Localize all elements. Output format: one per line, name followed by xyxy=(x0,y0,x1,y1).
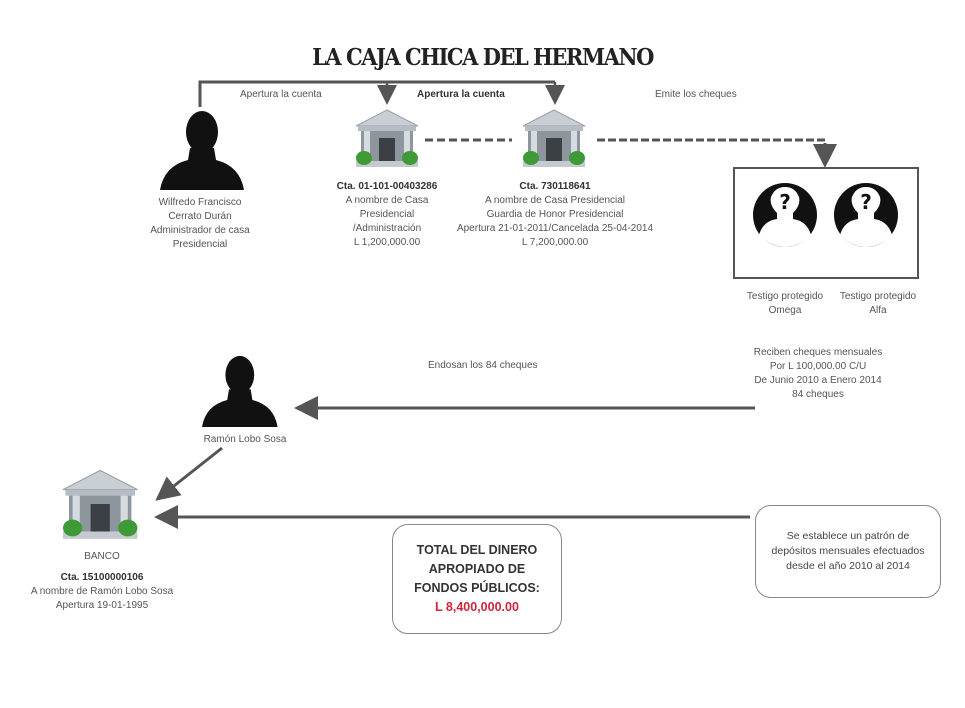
account-number: Cta. 01-101-00403286 xyxy=(336,181,438,192)
caption-line: /Administración xyxy=(352,223,422,234)
label-emit-checks: Emite los cheques xyxy=(655,89,737,100)
account-number: Cta. 15100000106 xyxy=(60,572,144,583)
anonymous-person-icon xyxy=(753,183,817,247)
bank-name: BANCO xyxy=(84,551,120,562)
caption-line: L 7,200,000.00 xyxy=(521,237,589,248)
label-endorse: Endosan los 84 cheques xyxy=(428,360,538,371)
caption-line: Presidencial xyxy=(359,209,415,220)
page-title: LA CAJA CHICA DEL HERMANO xyxy=(312,42,654,71)
total-amount: L 8,400,000.00 xyxy=(435,600,519,614)
bank1-caption: Cta. 01-101-00403286 A nombre de Casa Pr… xyxy=(317,180,457,250)
caption-line: Omega xyxy=(768,305,802,316)
bank-icon xyxy=(62,469,138,540)
dashed-arrow-to-witnesses xyxy=(597,138,837,168)
witness-omega-caption: Testigo protegido Omega xyxy=(732,290,838,318)
pattern-text: Se establece un patrón de depósitos mens… xyxy=(771,530,925,572)
label-open-account: Apertura la cuenta xyxy=(240,89,322,100)
arrow-to-bank3 xyxy=(155,446,223,501)
caption-line: Apertura 19-01-1995 xyxy=(55,600,149,611)
caption-line: Alfa xyxy=(869,305,887,316)
account-number: Cta. 730118641 xyxy=(519,181,591,192)
caption-line: A nombre de Casa Presidencial xyxy=(484,195,626,206)
caption-line: Reciben cheques mensuales xyxy=(753,347,883,358)
total-box: TOTAL DEL DINERO APROPIADO DE FONDOS PÚB… xyxy=(392,524,562,634)
bank-icon xyxy=(355,109,419,168)
witness-box xyxy=(733,167,919,279)
caption-line: Guardia de Honor Presidencial xyxy=(486,209,624,220)
caption-line: Wilfredo Francisco xyxy=(158,197,242,208)
label-open-account-bold: Apertura la cuenta xyxy=(417,89,505,100)
caption-line: A nombre de Ramón Lobo Sosa xyxy=(30,586,174,597)
pattern-box: Se establece un patrón de depósitos mens… xyxy=(755,505,941,598)
total-line: TOTAL DEL DINERO xyxy=(416,543,538,557)
bank-icon xyxy=(522,109,586,168)
person1-caption: Wilfredo Francisco Cerrato Durán Adminis… xyxy=(130,196,270,252)
witness-alfa-caption: Testigo protegido Alfa xyxy=(826,290,930,318)
caption-line: L 1,200,000.00 xyxy=(353,237,421,248)
caption-line: Testigo protegido xyxy=(839,291,917,302)
total-line: FONDOS PÚBLICOS: xyxy=(414,581,540,595)
caption-line: Apertura 21-01-2011/Cancelada 25-04-2014 xyxy=(456,223,654,234)
caption-line: De Junio 2010 a Enero 2014 xyxy=(754,375,882,386)
account-opening-line xyxy=(198,80,555,107)
caption-line: Testigo protegido xyxy=(746,291,824,302)
bank3-caption: BANCO Cta. 15100000106 A nombre de Ramón… xyxy=(22,550,182,613)
person-icon xyxy=(160,111,244,190)
person-icon xyxy=(202,355,278,428)
person2-name: Ramón Lobo Sosa xyxy=(203,434,287,445)
anonymous-person-icon xyxy=(834,183,898,247)
caption-line: Cerrato Durán xyxy=(168,211,232,222)
checks-caption: Reciben cheques mensuales Por L 100,000.… xyxy=(748,346,888,402)
caption-line: Administrador de casa xyxy=(150,225,250,236)
total-line: APROPIADO DE xyxy=(428,562,526,576)
caption-line: 84 cheques xyxy=(792,389,844,400)
caption-line: A nombre de Casa xyxy=(345,195,429,206)
caption-line: Por L 100,000.00 C/U xyxy=(769,361,867,372)
caption-line: Presidencial xyxy=(172,239,228,250)
bank2-caption: Cta. 730118641 A nombre de Casa Presiden… xyxy=(450,180,660,250)
